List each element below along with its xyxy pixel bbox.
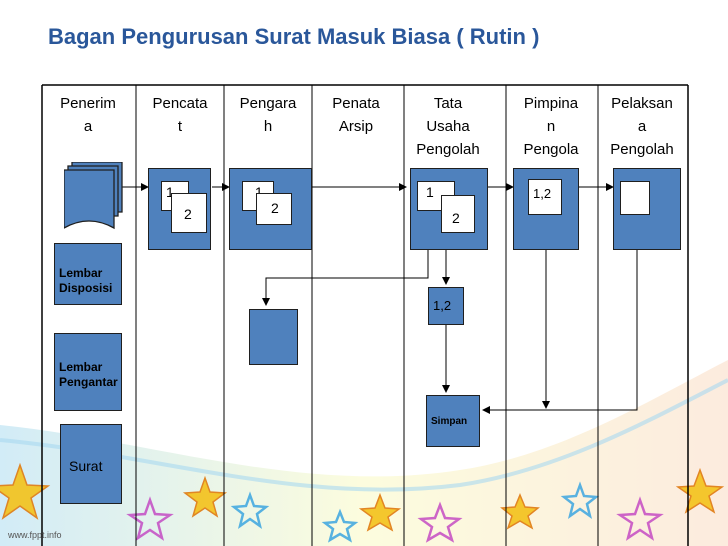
column-header-line: Pengara	[239, 95, 297, 112]
column-header-line: Pelaksan	[611, 95, 673, 112]
column-header-line: n	[546, 118, 556, 135]
column-header-line: Pimpina	[523, 95, 579, 112]
column-header-tata-usaha: Tata Usaha Pengolah	[408, 92, 488, 161]
column-header-line: Penata	[332, 95, 380, 112]
copy-12-label: 1,2	[433, 298, 452, 313]
column-header-penerima: Penerim a	[48, 92, 128, 138]
document-copy	[620, 181, 650, 215]
copy-12: 1,2	[528, 179, 562, 215]
copy-2: 2	[256, 193, 292, 225]
lembar-disposisi-box: Lembar Disposisi	[54, 243, 122, 305]
tata-usaha-box: 1 2	[410, 168, 488, 250]
column-header-pimpinan: Pimpina n Pengola	[511, 92, 591, 161]
pelaksana-box	[613, 168, 681, 250]
copy-2: 2	[441, 195, 475, 233]
column-header-line: Pengolah	[610, 141, 674, 158]
lembar-pengantar-box: Lembar Pengantar	[54, 333, 122, 411]
column-header-line: Pengola	[523, 141, 579, 158]
surat-box: Surat	[60, 424, 122, 504]
pencatat-box: 1 2	[148, 168, 211, 250]
column-header-line: Usaha	[426, 118, 470, 135]
column-header-pengarah: Pengara h	[228, 92, 308, 138]
column-header-pencatat: Pencata t	[140, 92, 220, 138]
pimpinan-box: 1,2	[513, 168, 579, 250]
column-header-line: h	[263, 118, 273, 135]
lembar-pengantar-label: Lembar Pengantar	[59, 360, 118, 389]
page-title: Bagan Pengurusan Surat Masuk Biasa ( Rut…	[48, 24, 540, 49]
simpan-label: Simpan	[431, 416, 468, 427]
column-header-line: Arsip	[338, 118, 374, 135]
lembar-disposisi-label: Lembar Disposisi	[59, 266, 113, 295]
document-stack-icon	[63, 161, 123, 230]
column-header-penata-arsip: Penata Arsip	[316, 92, 396, 138]
copy-2: 2	[171, 193, 207, 233]
column-header-line: t	[177, 118, 183, 135]
incoming-letters-stack	[63, 161, 123, 230]
column-header-line: a	[83, 118, 93, 135]
column-header-pelaksana: Pelaksan a Pengolah	[602, 92, 682, 161]
surat-label: Surat	[69, 458, 103, 474]
penata-arsip-box	[249, 309, 298, 365]
column-header-line: Pencata	[152, 95, 208, 112]
column-header-line: a	[637, 118, 647, 135]
tata-usaha-copy12-box: 1,2	[428, 287, 464, 325]
pengarah-box: 1 2	[229, 168, 312, 250]
column-header-line: Tata	[433, 95, 463, 112]
footer-logo: www.fppt.info	[8, 530, 62, 540]
copy-1: 1	[417, 181, 455, 211]
column-header-line: Pengolah	[416, 141, 480, 158]
simpan-box: Simpan	[426, 395, 480, 447]
column-header-line: Penerim	[60, 95, 116, 112]
